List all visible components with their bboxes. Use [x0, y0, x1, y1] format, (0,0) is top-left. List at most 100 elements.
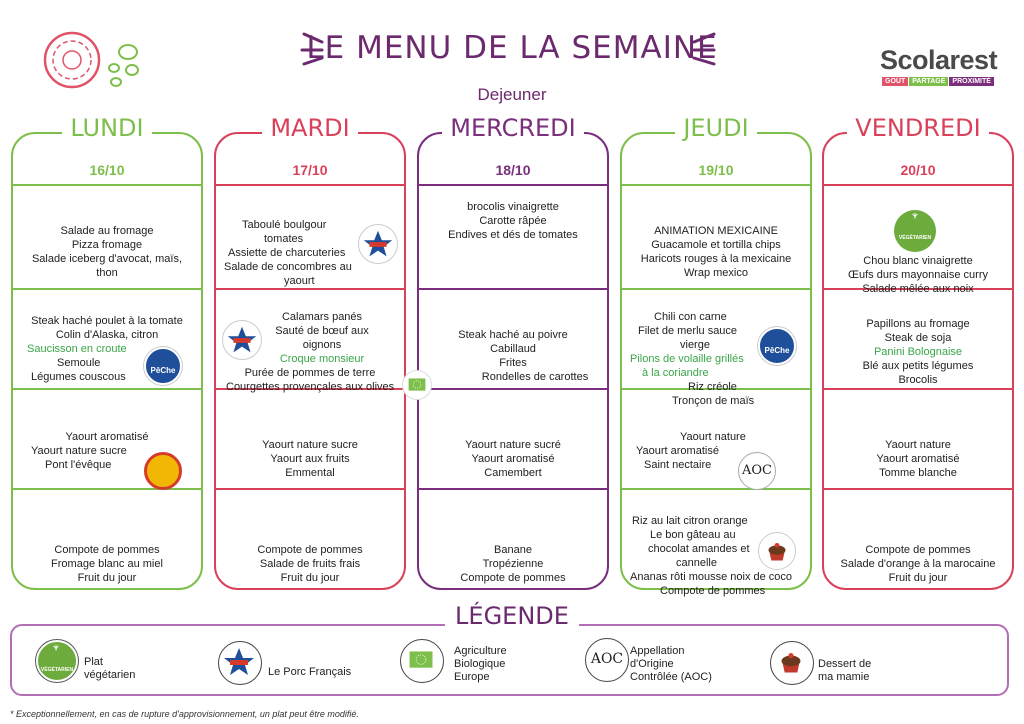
legend-label: Appellation [630, 645, 685, 657]
menu-item: Tropézienne [482, 558, 544, 570]
menu-item: Taboulé boulgour [242, 219, 327, 231]
menu-item: Œufs durs mayonnaise curry [848, 269, 988, 281]
menu-item: chocolat amandes et [648, 543, 750, 555]
menu-item: Banane [494, 544, 532, 556]
menu-item: Yaourt aromatisé [65, 431, 149, 443]
menu-item: Tronçon de maïs [672, 395, 755, 407]
plats-cell: Calamars panés Sauté de bœuf aux oignons… [216, 310, 404, 366]
laitages-cell: Yaourt aromatisé Yaourt nature sucre Pon… [13, 430, 201, 472]
legend-item-aoc: Appellation d'Origine Contrôlée (AOC) [630, 645, 712, 684]
menu-item: Filet de merlu sauce [638, 325, 738, 337]
laitages-cell: Yaourt nature Yaourt aromatisé Saint nec… [622, 430, 746, 472]
vegetarien-icon: VÉGÉTARIEN [36, 640, 78, 682]
menu-item: Pilons de volaille grillés [630, 353, 744, 365]
divider [419, 488, 607, 490]
menu-item: Guacamole et tortilla chips [651, 239, 781, 251]
menu-item: Le bon gâteau au [650, 529, 736, 541]
menu-item: Saint nectaire [644, 459, 712, 471]
menu-item: Saucisson en croute [27, 343, 127, 355]
plats-cell-cont: Purée de pommes de terre Courgettes prov… [216, 366, 404, 394]
divider [419, 288, 607, 290]
divider [622, 288, 810, 290]
menu-item: Camembert [484, 467, 542, 479]
divider [419, 388, 607, 390]
decorative-bubbles-icon [108, 44, 139, 87]
menu-item: vierge [680, 339, 710, 351]
bio-europe-icon [400, 639, 444, 683]
desserts-cell: Compote de pommes Salade d'orange à la m… [824, 543, 1012, 585]
menu-item: Compote de pommes [54, 544, 160, 556]
day-column-jeudi: JEUDI 19/10 ANIMATION MEXICAINE Guacamol… [620, 114, 812, 597]
menu-item: Purée de pommes de terre [244, 367, 376, 379]
aoc-badge-text: AOC [742, 463, 772, 478]
menu-item: Brocolis [898, 374, 938, 386]
day-label: MERCREDI [442, 114, 584, 142]
menu-item: Compote de pommes [865, 544, 971, 556]
logo-tag-1: GOÛT [882, 77, 909, 86]
footnote: * Exceptionnellement, en cas de rupture … [10, 709, 359, 719]
legend-title: LÉGENDE [0, 602, 1024, 630]
logo-brand: Scolarest [880, 45, 998, 75]
desserts-cell: Compote de pommes Fromage blanc au miel … [13, 543, 201, 585]
peche-badge-text: PêChe [150, 366, 176, 375]
day-column-mardi: MARDI 17/10 Taboulé boulgour tomates Ass… [214, 114, 432, 590]
legend-item-dessert: Dessert de ma mamie [818, 658, 871, 684]
menu-item: Tomme blanche [879, 467, 957, 479]
menu-item: Compote de pommes [660, 585, 766, 597]
menu-item: Salade de fruits frais [259, 558, 361, 570]
entrees-cell: Chou blanc vinaigrette Œufs durs mayonna… [824, 254, 1012, 296]
menu-item: Ananas rôti mousse noix de coco [630, 571, 793, 583]
plats-cell: Steak haché au poivre Cabillaud Frites R… [419, 328, 607, 384]
legend-label: Biologique [454, 658, 506, 670]
day-label: LUNDI [62, 114, 152, 142]
menu-item: Pizza fromage [71, 239, 143, 251]
menu-item: Courgettes provençales aux olives [226, 381, 395, 393]
menu-item: Rondelles de carottes [481, 371, 589, 383]
plats-cell: Chili con carne Filet de merlu sauce vie… [622, 310, 754, 408]
divider [13, 488, 201, 490]
peche-label-icon: PêChe [144, 347, 182, 385]
menu-item: Wrap mexico [684, 267, 748, 279]
menu-item: Salade d'orange à la marocaine [840, 558, 996, 570]
menu-item: Blé aux petits légumes [862, 360, 974, 372]
legend-title-text: LÉGENDE [445, 602, 579, 630]
menu-item: à la coriandre [642, 367, 709, 379]
legend-item-porc: Le Porc Français [268, 666, 351, 679]
menu-item: yaourt [284, 275, 315, 287]
divider [13, 288, 201, 290]
divider [824, 488, 1012, 490]
menu-item: Haricots rouges à la mexicaine [640, 253, 792, 265]
entrees-cell: ANIMATION MEXICAINE Guacamole et tortill… [622, 224, 810, 280]
aoc-badge-text: AOC [590, 651, 624, 667]
menu-item: Fromage blanc au miel [51, 558, 163, 570]
legend-label: ma mamie [818, 671, 870, 683]
legend-label: d'Origine [630, 658, 674, 670]
menu-item: Légumes couscous [31, 371, 126, 383]
menu-item: Yaourt nature sucre [31, 445, 127, 457]
peche-badge-text: PêChe [764, 346, 790, 355]
menu-item: Assiette de charcuteries [228, 247, 346, 259]
menu-item: Croque monsieur [279, 353, 365, 365]
bio-europe-icon [402, 370, 432, 400]
entrees-cell: Salade au fromage Pizza fromage Salade i… [13, 224, 201, 280]
divider [622, 184, 810, 186]
menu-item: Fruit du jour [888, 572, 948, 584]
plats-cell: Steak haché poulet à la tomate Colin d'A… [13, 314, 201, 384]
divider [216, 488, 404, 490]
menu-item: Compote de pommes [460, 572, 566, 584]
legend-label: Agriculture [454, 645, 507, 657]
legend-label: Contrôlée (AOC) [630, 671, 712, 683]
vegetarien-icon: VÉGÉTARIEN [894, 210, 936, 252]
menu-item: Yaourt aromatisé [471, 453, 555, 465]
menu-item: Yaourt nature [885, 439, 951, 451]
divider [13, 184, 201, 186]
peche-label-icon: PêChe [758, 327, 796, 365]
menu-item: Yaourt nature [680, 431, 746, 443]
page-title: LE MENU DE LA SEMAINE [306, 30, 718, 66]
menu-item: Yaourt aromatisé [636, 445, 719, 457]
day-date: 19/10 [698, 162, 734, 178]
dessert-mamie-icon [770, 641, 814, 685]
laitages-cell: Yaourt nature sucre Yaourt aux fruits Em… [216, 438, 404, 480]
